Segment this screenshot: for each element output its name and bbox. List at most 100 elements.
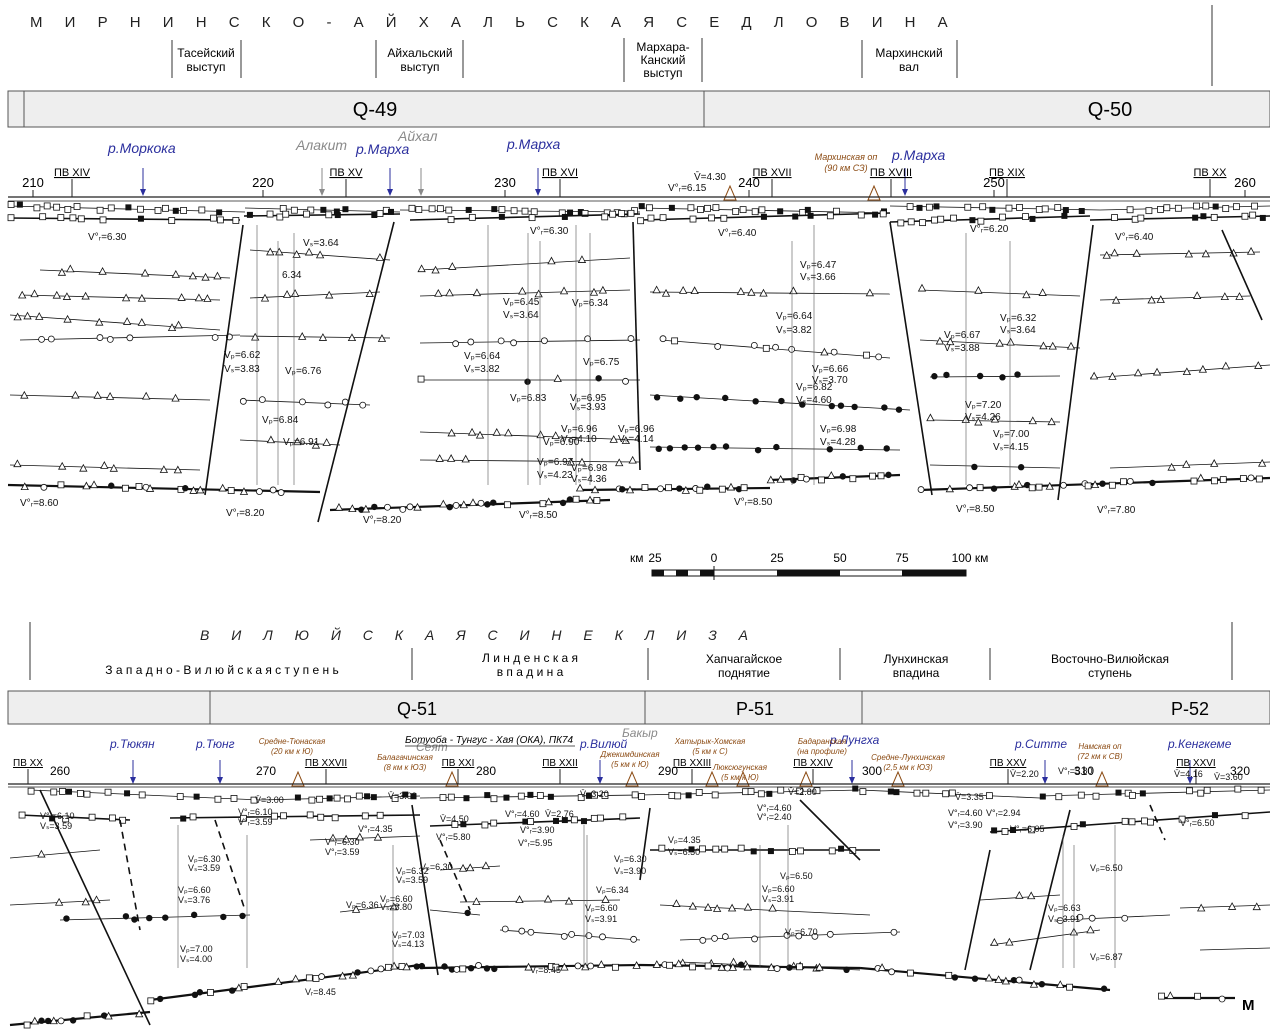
- triangle-marker: [196, 485, 205, 494]
- square-marker: [1055, 793, 1063, 801]
- triangle-marker: [628, 455, 637, 464]
- velocity-label: V°ᵣ=3.90: [520, 825, 555, 835]
- filled-square-marker: [887, 788, 894, 795]
- circle-marker: [1015, 976, 1023, 984]
- circle-marker: [541, 337, 548, 345]
- velocity-label: Vₚ=6.30: [420, 862, 453, 872]
- square-marker: [1174, 204, 1182, 212]
- triangle-marker: [105, 392, 115, 400]
- square-marker: [833, 207, 840, 215]
- triangle-marker: [1102, 250, 1111, 259]
- fault-line: [204, 224, 244, 496]
- triangle-marker: [57, 267, 67, 276]
- pv-label: ПВ XVI: [542, 167, 578, 179]
- dot-marker: [1099, 480, 1106, 487]
- square-marker: [376, 210, 384, 217]
- triangle-marker: [726, 482, 736, 491]
- square-marker: [528, 214, 536, 222]
- square-marker: [73, 203, 81, 210]
- top-structures: Тасейский выступ Айхальский выступ Марха…: [171, 38, 958, 82]
- circle-marker: [453, 965, 461, 973]
- velocity-label: Vₛ=3.76: [178, 895, 210, 905]
- filled-square-marker: [807, 212, 814, 219]
- square-marker: [198, 206, 206, 214]
- triangle-marker: [598, 285, 608, 294]
- triangle-marker: [621, 436, 631, 444]
- square-marker: [913, 789, 921, 797]
- circle-marker: [452, 340, 460, 348]
- square-marker: [189, 813, 197, 821]
- triangle-marker: [348, 970, 358, 979]
- circle-marker: [211, 334, 219, 341]
- triangle-marker: [1028, 416, 1037, 425]
- pv-label: ПВ XX: [13, 758, 43, 769]
- velocity-label: Vₛ=3.59: [40, 821, 72, 831]
- dot-marker: [881, 404, 888, 411]
- filled-square-marker: [137, 215, 144, 222]
- km-tick-label: 210: [22, 175, 44, 190]
- bottom-profile-name: Ботуоба - Тунгус - Хая (ОКА), ПК74: [405, 734, 574, 746]
- bottom-structure-label: в п а д и н а: [497, 665, 564, 679]
- velocity-label: V°ᵣ=4.35: [358, 824, 393, 834]
- square-marker: [481, 821, 489, 829]
- scale-tick-label: 0: [711, 551, 718, 565]
- pv-label: ПВ XXIII: [673, 758, 711, 769]
- borehole-note: (8 км к ЮЗ): [384, 763, 427, 772]
- circle-marker: [510, 339, 518, 347]
- dot-marker: [752, 398, 759, 405]
- square-marker: [307, 206, 315, 214]
- square-marker: [597, 814, 604, 822]
- triangle-marker: [551, 431, 560, 440]
- triangle-marker: [389, 902, 398, 911]
- borehole-marker: [291, 770, 305, 787]
- bottom-structure-label: впадина: [893, 666, 940, 680]
- top-horizons: [7, 201, 1270, 523]
- triangle-marker: [974, 417, 983, 426]
- velocity-label: 6.34: [282, 270, 302, 281]
- square-marker: [922, 789, 930, 797]
- triangle-marker: [625, 485, 635, 494]
- circle-marker: [721, 933, 729, 940]
- velocity-label: Vₛ=3.88: [944, 343, 980, 354]
- triangle-marker: [63, 314, 72, 323]
- triangle-marker: [1227, 902, 1237, 910]
- circle-marker: [299, 398, 306, 406]
- borehole-note: (20 км к Ю): [271, 747, 313, 756]
- triangle-marker: [1111, 295, 1121, 304]
- triangle-marker: [1089, 371, 1099, 380]
- square-marker: [59, 787, 66, 795]
- velocity-label: V°ᵣ=3.59: [325, 847, 360, 857]
- velocity-label: Vₚ=6.34: [596, 885, 629, 895]
- triangle-marker: [93, 390, 102, 399]
- dot-marker: [524, 378, 531, 385]
- square-marker: [280, 812, 287, 820]
- triangle-marker: [575, 483, 585, 492]
- square-marker: [1120, 478, 1127, 486]
- velocity-label: V°ᵣ=8.20: [363, 515, 402, 526]
- triangle-marker: [159, 465, 169, 473]
- square-marker: [57, 214, 65, 221]
- triangle-marker: [481, 861, 491, 870]
- dot-marker: [931, 373, 938, 380]
- triangle-marker: [524, 962, 533, 971]
- square-marker: [612, 963, 619, 971]
- square-marker: [308, 796, 316, 804]
- circle-marker: [1076, 913, 1084, 921]
- circle-marker: [711, 934, 718, 942]
- pv-label: ПВ XXI: [442, 758, 475, 769]
- square-marker: [552, 963, 560, 971]
- velocity-label: V̄=2.80: [788, 787, 817, 797]
- triangle-marker: [274, 977, 283, 986]
- triangle-marker: [459, 500, 468, 509]
- triangle-marker: [743, 962, 752, 971]
- velocity-label: Vₛ=3.83: [224, 364, 260, 375]
- circle-marker: [802, 475, 810, 483]
- square-marker: [581, 210, 589, 217]
- dot-marker: [566, 496, 574, 503]
- square-marker: [43, 202, 51, 210]
- scale-tick-label: 75: [895, 551, 909, 565]
- square-marker: [1128, 818, 1136, 826]
- dot-marker: [883, 445, 890, 452]
- triangle-marker: [547, 256, 556, 265]
